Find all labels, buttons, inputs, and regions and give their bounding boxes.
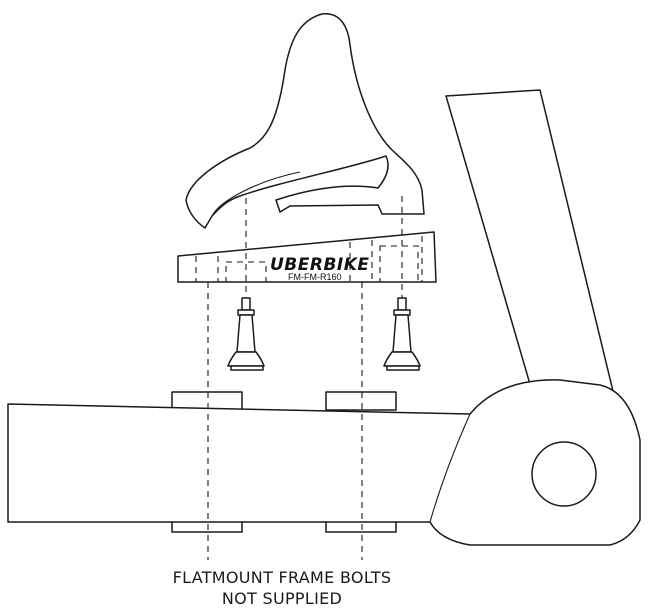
caption-line-1: FLATMOUNT FRAME BOLTS [173, 568, 392, 587]
adapter-model-number: FM-FM-R160 [288, 272, 342, 282]
axle-hole [531, 441, 597, 507]
frame-chainstay [7, 379, 641, 546]
brake-caliper [185, 13, 425, 229]
adapter-bolt-rear [383, 297, 421, 371]
adapter-bolt-front [227, 297, 265, 371]
caption-line-2: NOT SUPPLIED [222, 589, 342, 608]
adapter-plate: UBERBIKE FM-FM-R160 [177, 231, 437, 283]
frame-boss-rear [325, 391, 397, 411]
bolt-alignment-lines [207, 196, 403, 560]
adapter-brand-logo: UBERBIKE [270, 255, 370, 275]
